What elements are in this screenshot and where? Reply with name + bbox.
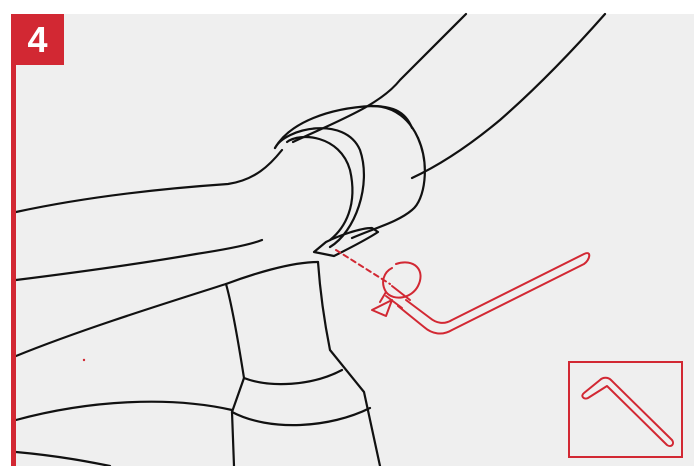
stem-collar-top xyxy=(242,368,344,386)
clamp-back-line xyxy=(370,104,414,130)
clamp-inner-ring xyxy=(285,135,354,242)
stem-right-edge xyxy=(316,260,382,466)
top-tube-lower xyxy=(14,400,234,422)
stem-collar-bottom xyxy=(230,406,372,427)
bolt-boss xyxy=(312,226,380,258)
hex-key-icon xyxy=(581,376,675,448)
bolt-axis-dashes xyxy=(335,249,391,285)
tool-inset-frame xyxy=(568,361,683,458)
rotation-arrow-head xyxy=(371,299,393,317)
hex-key-short-arm xyxy=(385,285,411,309)
hex-key-long-arm xyxy=(397,252,591,335)
handlebar-lower-edge xyxy=(410,12,607,180)
panel-background xyxy=(12,14,694,466)
step-number-badge: 4 xyxy=(11,14,64,65)
tool-inset xyxy=(568,361,683,458)
handlebar-left-upper-edge xyxy=(14,148,284,214)
top-tube-upper xyxy=(14,282,228,358)
rotation-arrow xyxy=(382,261,422,299)
clamp-front-face xyxy=(273,127,365,249)
rotation-arrow-tail xyxy=(379,291,387,303)
down-tube xyxy=(14,450,112,466)
handlebar-left-lower-edge xyxy=(14,238,264,282)
clamp-top-edge xyxy=(273,104,420,150)
accent-bar xyxy=(11,14,16,466)
speck-mark xyxy=(82,358,86,362)
handlebar-upper-edge xyxy=(291,12,468,144)
stem-top-edge xyxy=(224,260,320,286)
stem-left-edge xyxy=(224,282,246,466)
